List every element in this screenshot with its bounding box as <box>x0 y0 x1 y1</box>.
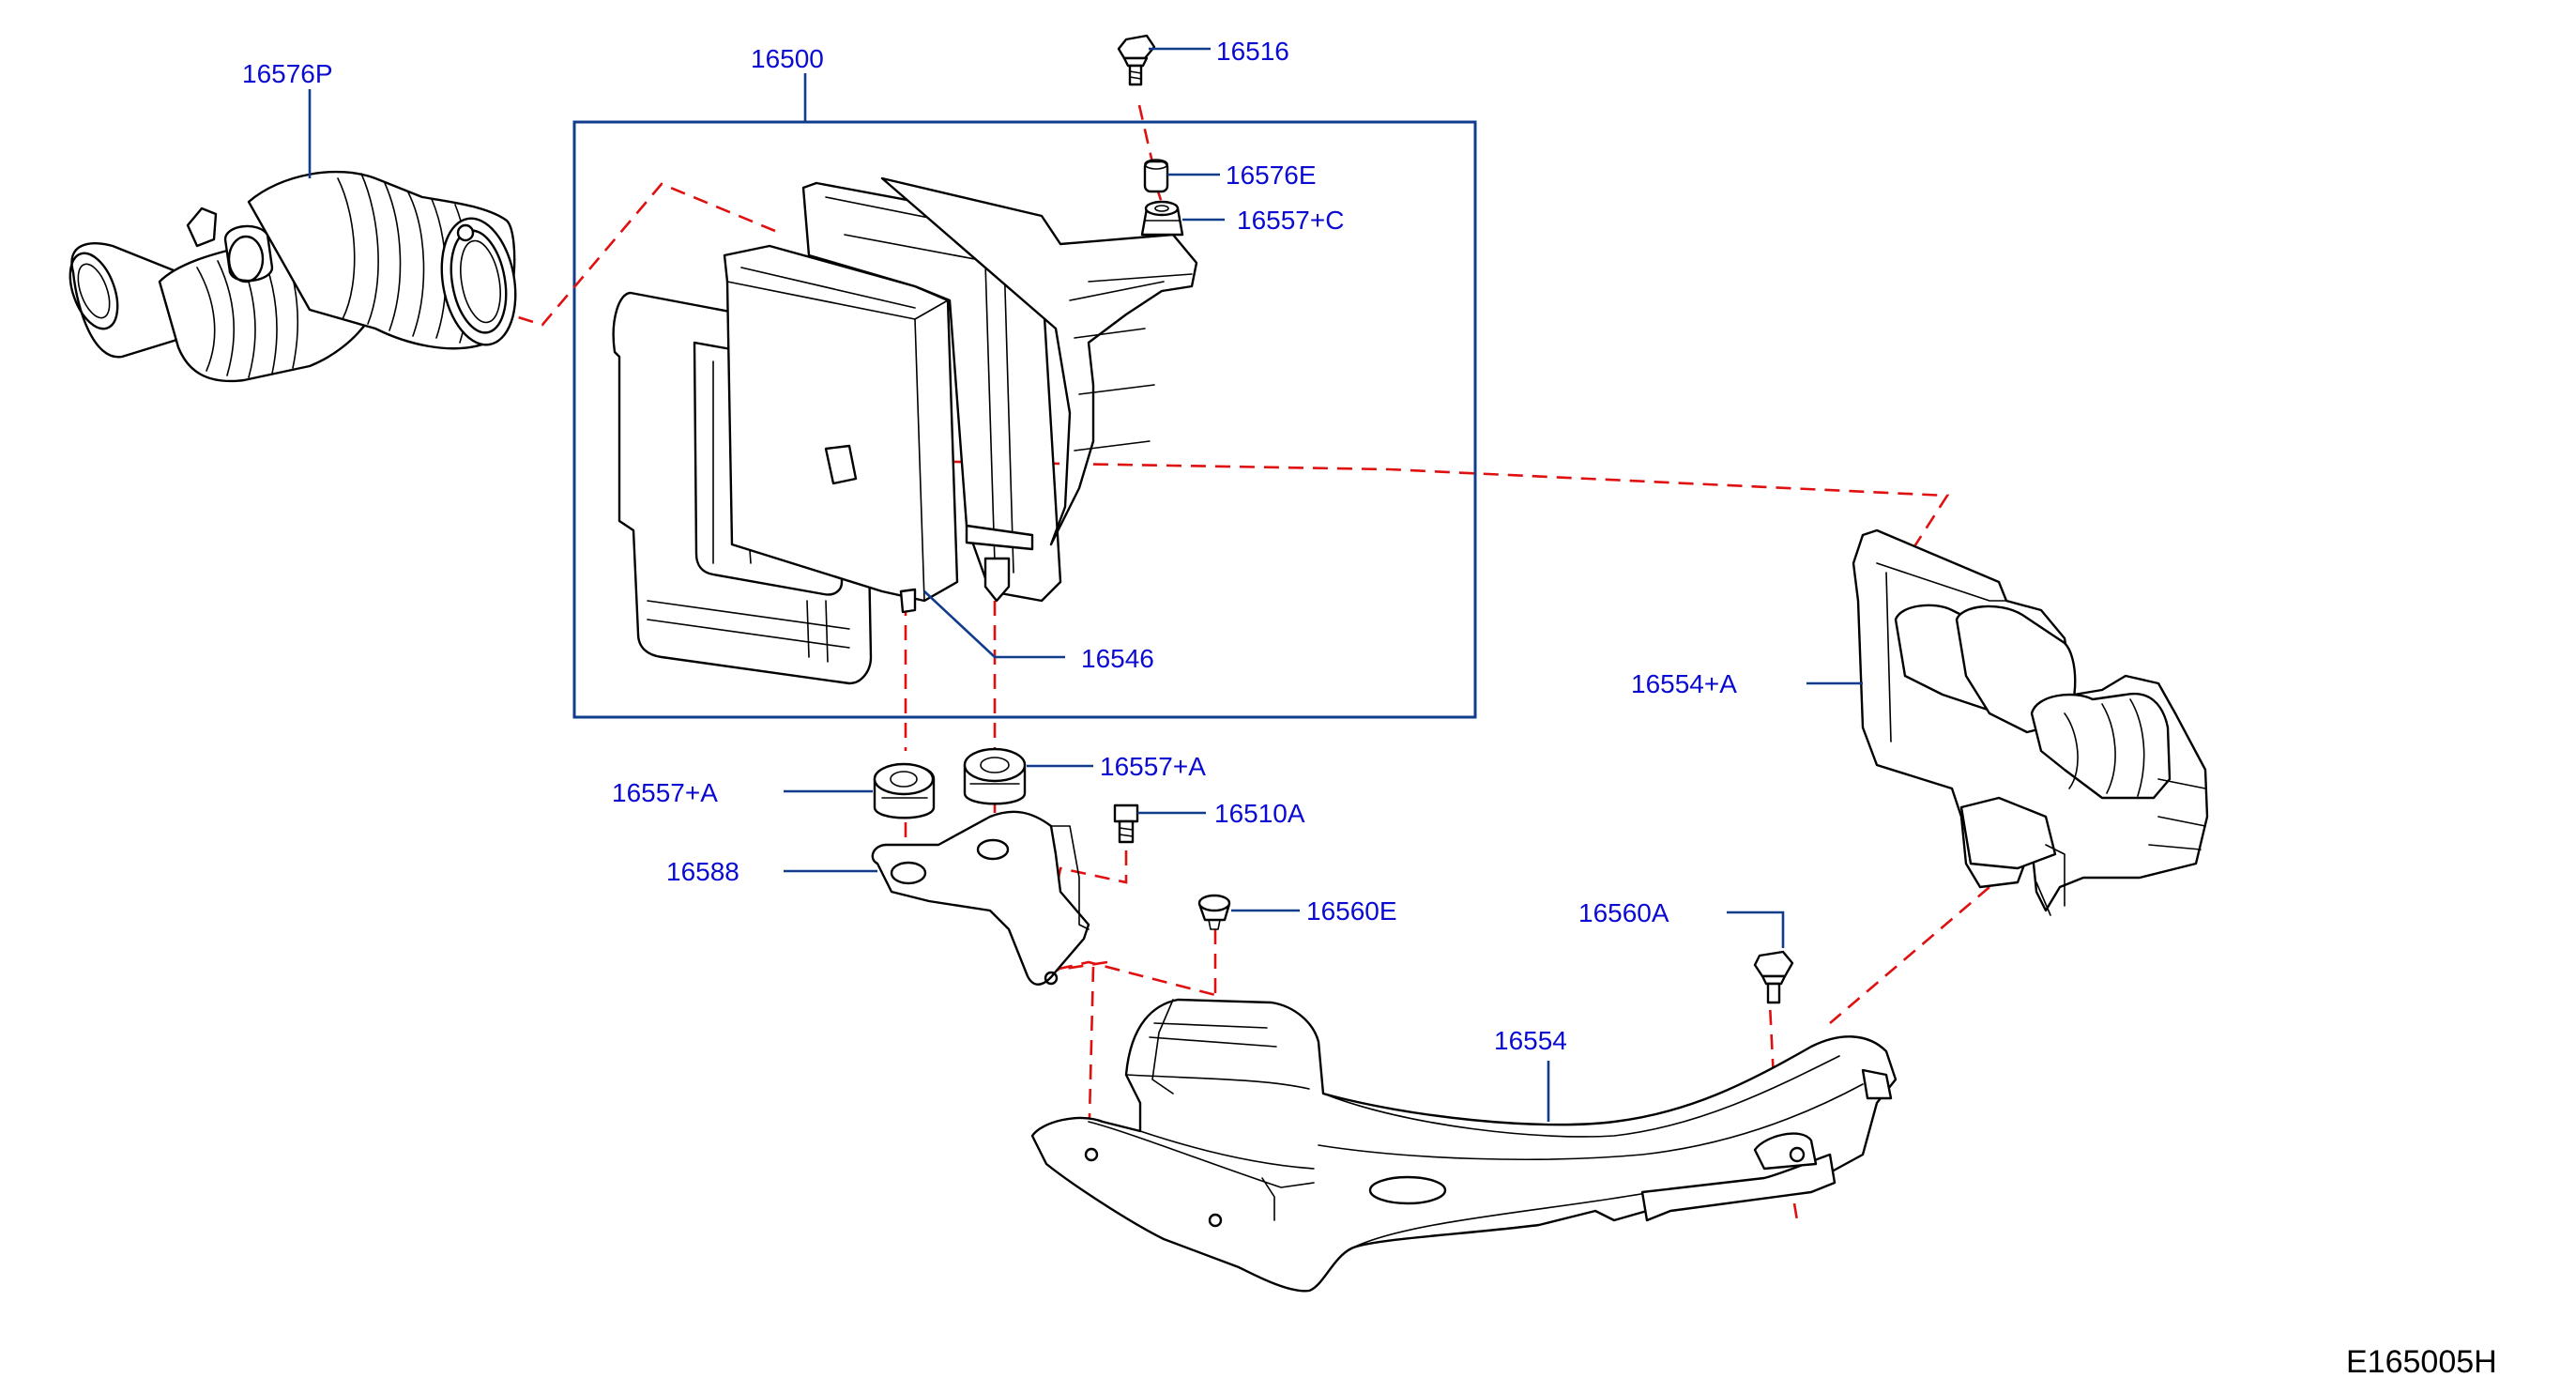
intake-duct-hose <box>69 170 517 383</box>
label-16500: 16500 <box>751 44 824 73</box>
collar-16576E <box>1143 159 1169 193</box>
bolt-16560A <box>1753 950 1794 1004</box>
grommet-16557A-right <box>963 747 1027 805</box>
air-cleaner-body <box>612 176 1198 685</box>
label-16557A-left: 16557+A <box>612 778 718 807</box>
label-16560E: 16560E <box>1306 896 1397 926</box>
grommet-16557C <box>1140 200 1184 237</box>
leader-16546 <box>923 590 1065 659</box>
label-16554: 16554 <box>1494 1026 1567 1055</box>
clip-16560E <box>1197 894 1231 930</box>
bracket-16588 <box>871 810 1090 986</box>
air-cleaner-assembly-frame <box>572 120 1477 719</box>
label-16557C: 16557+C <box>1237 206 1344 235</box>
intake-duct-16554 <box>1030 998 1898 1293</box>
label-16588: 16588 <box>666 857 739 886</box>
label-16554A: 16554+A <box>1631 669 1737 698</box>
label-16510A: 16510A <box>1214 799 1305 828</box>
bolt-16516 <box>1117 34 1156 86</box>
diagram-code: E165005H <box>2346 1344 2497 1380</box>
label-16546: 16546 <box>1081 644 1154 673</box>
label-16516: 16516 <box>1216 37 1289 66</box>
bolt-16510A <box>1113 804 1139 844</box>
leader-16560A <box>1727 911 1785 948</box>
label-16560A: 16560A <box>1578 898 1669 927</box>
label-16576P: 16576P <box>242 59 333 88</box>
grommet-16557A-left <box>873 762 936 819</box>
label-16557A-right: 16557+A <box>1100 752 1206 781</box>
inlet-duct-16554A <box>1852 528 2209 916</box>
label-16576E: 16576E <box>1226 161 1317 190</box>
